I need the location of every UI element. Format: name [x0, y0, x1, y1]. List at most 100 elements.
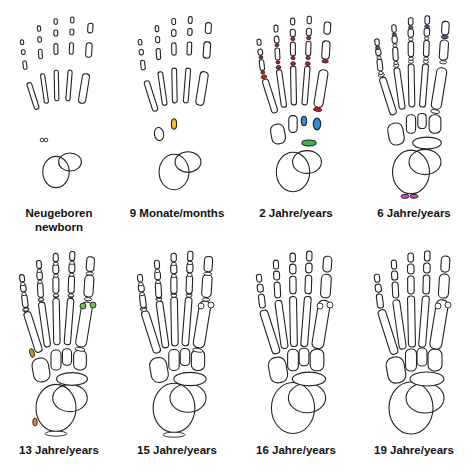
cuboid	[385, 356, 407, 385]
talus	[59, 153, 82, 171]
metatarsal	[156, 301, 169, 348]
ossification-center	[261, 74, 267, 79]
phalanx	[37, 283, 43, 298]
phalanx	[84, 275, 94, 297]
ossification-center	[276, 65, 281, 69]
phalanx	[172, 30, 176, 37]
ossification-center	[38, 298, 44, 302]
lateral-cuneiform	[406, 115, 415, 133]
phalanx	[259, 60, 265, 71]
phalanx	[273, 271, 279, 280]
ossification-center	[409, 57, 414, 60]
phalanx	[423, 40, 429, 56]
phalanx	[274, 36, 279, 43]
phalanx	[392, 282, 399, 298]
phalanx	[323, 256, 332, 272]
phalanx	[290, 42, 295, 56]
phalanx	[204, 256, 213, 272]
phalanx	[201, 274, 212, 297]
ossification-center	[313, 107, 322, 112]
phalanx	[441, 256, 451, 273]
phalanx	[392, 36, 397, 44]
talus	[170, 384, 206, 413]
metatarsal	[54, 70, 59, 101]
phalanx	[140, 60, 145, 70]
metatarsal	[182, 297, 192, 346]
phalanx	[86, 257, 95, 272]
cuboid-center	[44, 138, 48, 142]
phalanx	[20, 40, 24, 45]
phalanx	[392, 25, 397, 33]
ossification-center	[22, 307, 29, 312]
phalanx	[53, 253, 58, 261]
navicular	[57, 373, 88, 386]
talus	[288, 383, 325, 412]
phalanx	[38, 49, 42, 59]
lateral-cuneiform	[288, 349, 299, 371]
cuboid	[267, 356, 289, 384]
phalanx	[155, 36, 159, 42]
phalanx	[38, 37, 42, 43]
lateral-cuneiform	[51, 350, 61, 370]
foot-skeleton	[137, 251, 214, 437]
phalanx	[156, 48, 161, 59]
cuboid	[387, 122, 406, 146]
phalanx	[324, 22, 331, 35]
phalanx	[374, 274, 380, 283]
medial-cuneiform	[74, 350, 87, 370]
phalanx	[274, 282, 281, 298]
ossification-center	[410, 194, 418, 198]
ossification-center	[38, 280, 43, 283]
phalanx	[376, 294, 384, 309]
cuboid	[153, 127, 164, 142]
ossification-center	[68, 294, 73, 297]
age-caption: newborn	[0, 220, 118, 234]
talus	[59, 153, 82, 171]
talus	[53, 384, 88, 411]
ossification-center	[155, 269, 160, 272]
phalanx	[155, 25, 159, 31]
metatarsal	[38, 302, 51, 347]
phalanx	[171, 253, 176, 262]
phalanx	[392, 36, 397, 44]
phalanx	[393, 47, 399, 61]
phalanx	[70, 251, 75, 260]
phalanx	[290, 29, 295, 37]
phalanx	[290, 253, 295, 262]
metatarsal	[171, 297, 179, 346]
ossification-center	[192, 348, 203, 353]
phalanx	[374, 274, 380, 283]
phalanx	[320, 274, 331, 298]
phalanx	[408, 41, 414, 56]
phalanx	[425, 16, 430, 25]
ossification-center	[53, 274, 58, 277]
phalanx	[54, 19, 57, 24]
phalanx	[19, 274, 24, 282]
phalanx	[408, 276, 415, 294]
intermediate-cuneiform	[417, 348, 427, 366]
metatarsal	[419, 296, 430, 348]
foot-skeleton	[257, 16, 331, 192]
phalanx	[306, 28, 311, 36]
phalanx	[171, 276, 177, 293]
phalanx	[258, 294, 266, 308]
navicular	[292, 372, 325, 386]
phalanx	[137, 274, 143, 282]
navicular	[174, 372, 206, 385]
phalanx	[203, 42, 211, 59]
phalanx	[257, 39, 262, 46]
ossification-center	[394, 61, 398, 64]
phalanx	[23, 61, 28, 70]
phalanx	[290, 276, 297, 294]
cuboid	[148, 356, 169, 383]
metatarsal	[419, 64, 428, 107]
medial-cuneiform	[310, 349, 324, 371]
metatarsal	[302, 66, 310, 105]
phalanx	[256, 274, 262, 282]
metatarsal	[78, 73, 90, 104]
medial-cuneiform	[310, 349, 324, 371]
phalanx	[53, 277, 59, 293]
sesamoid	[198, 303, 204, 309]
phalanx	[438, 274, 450, 299]
phalanx	[377, 59, 383, 71]
